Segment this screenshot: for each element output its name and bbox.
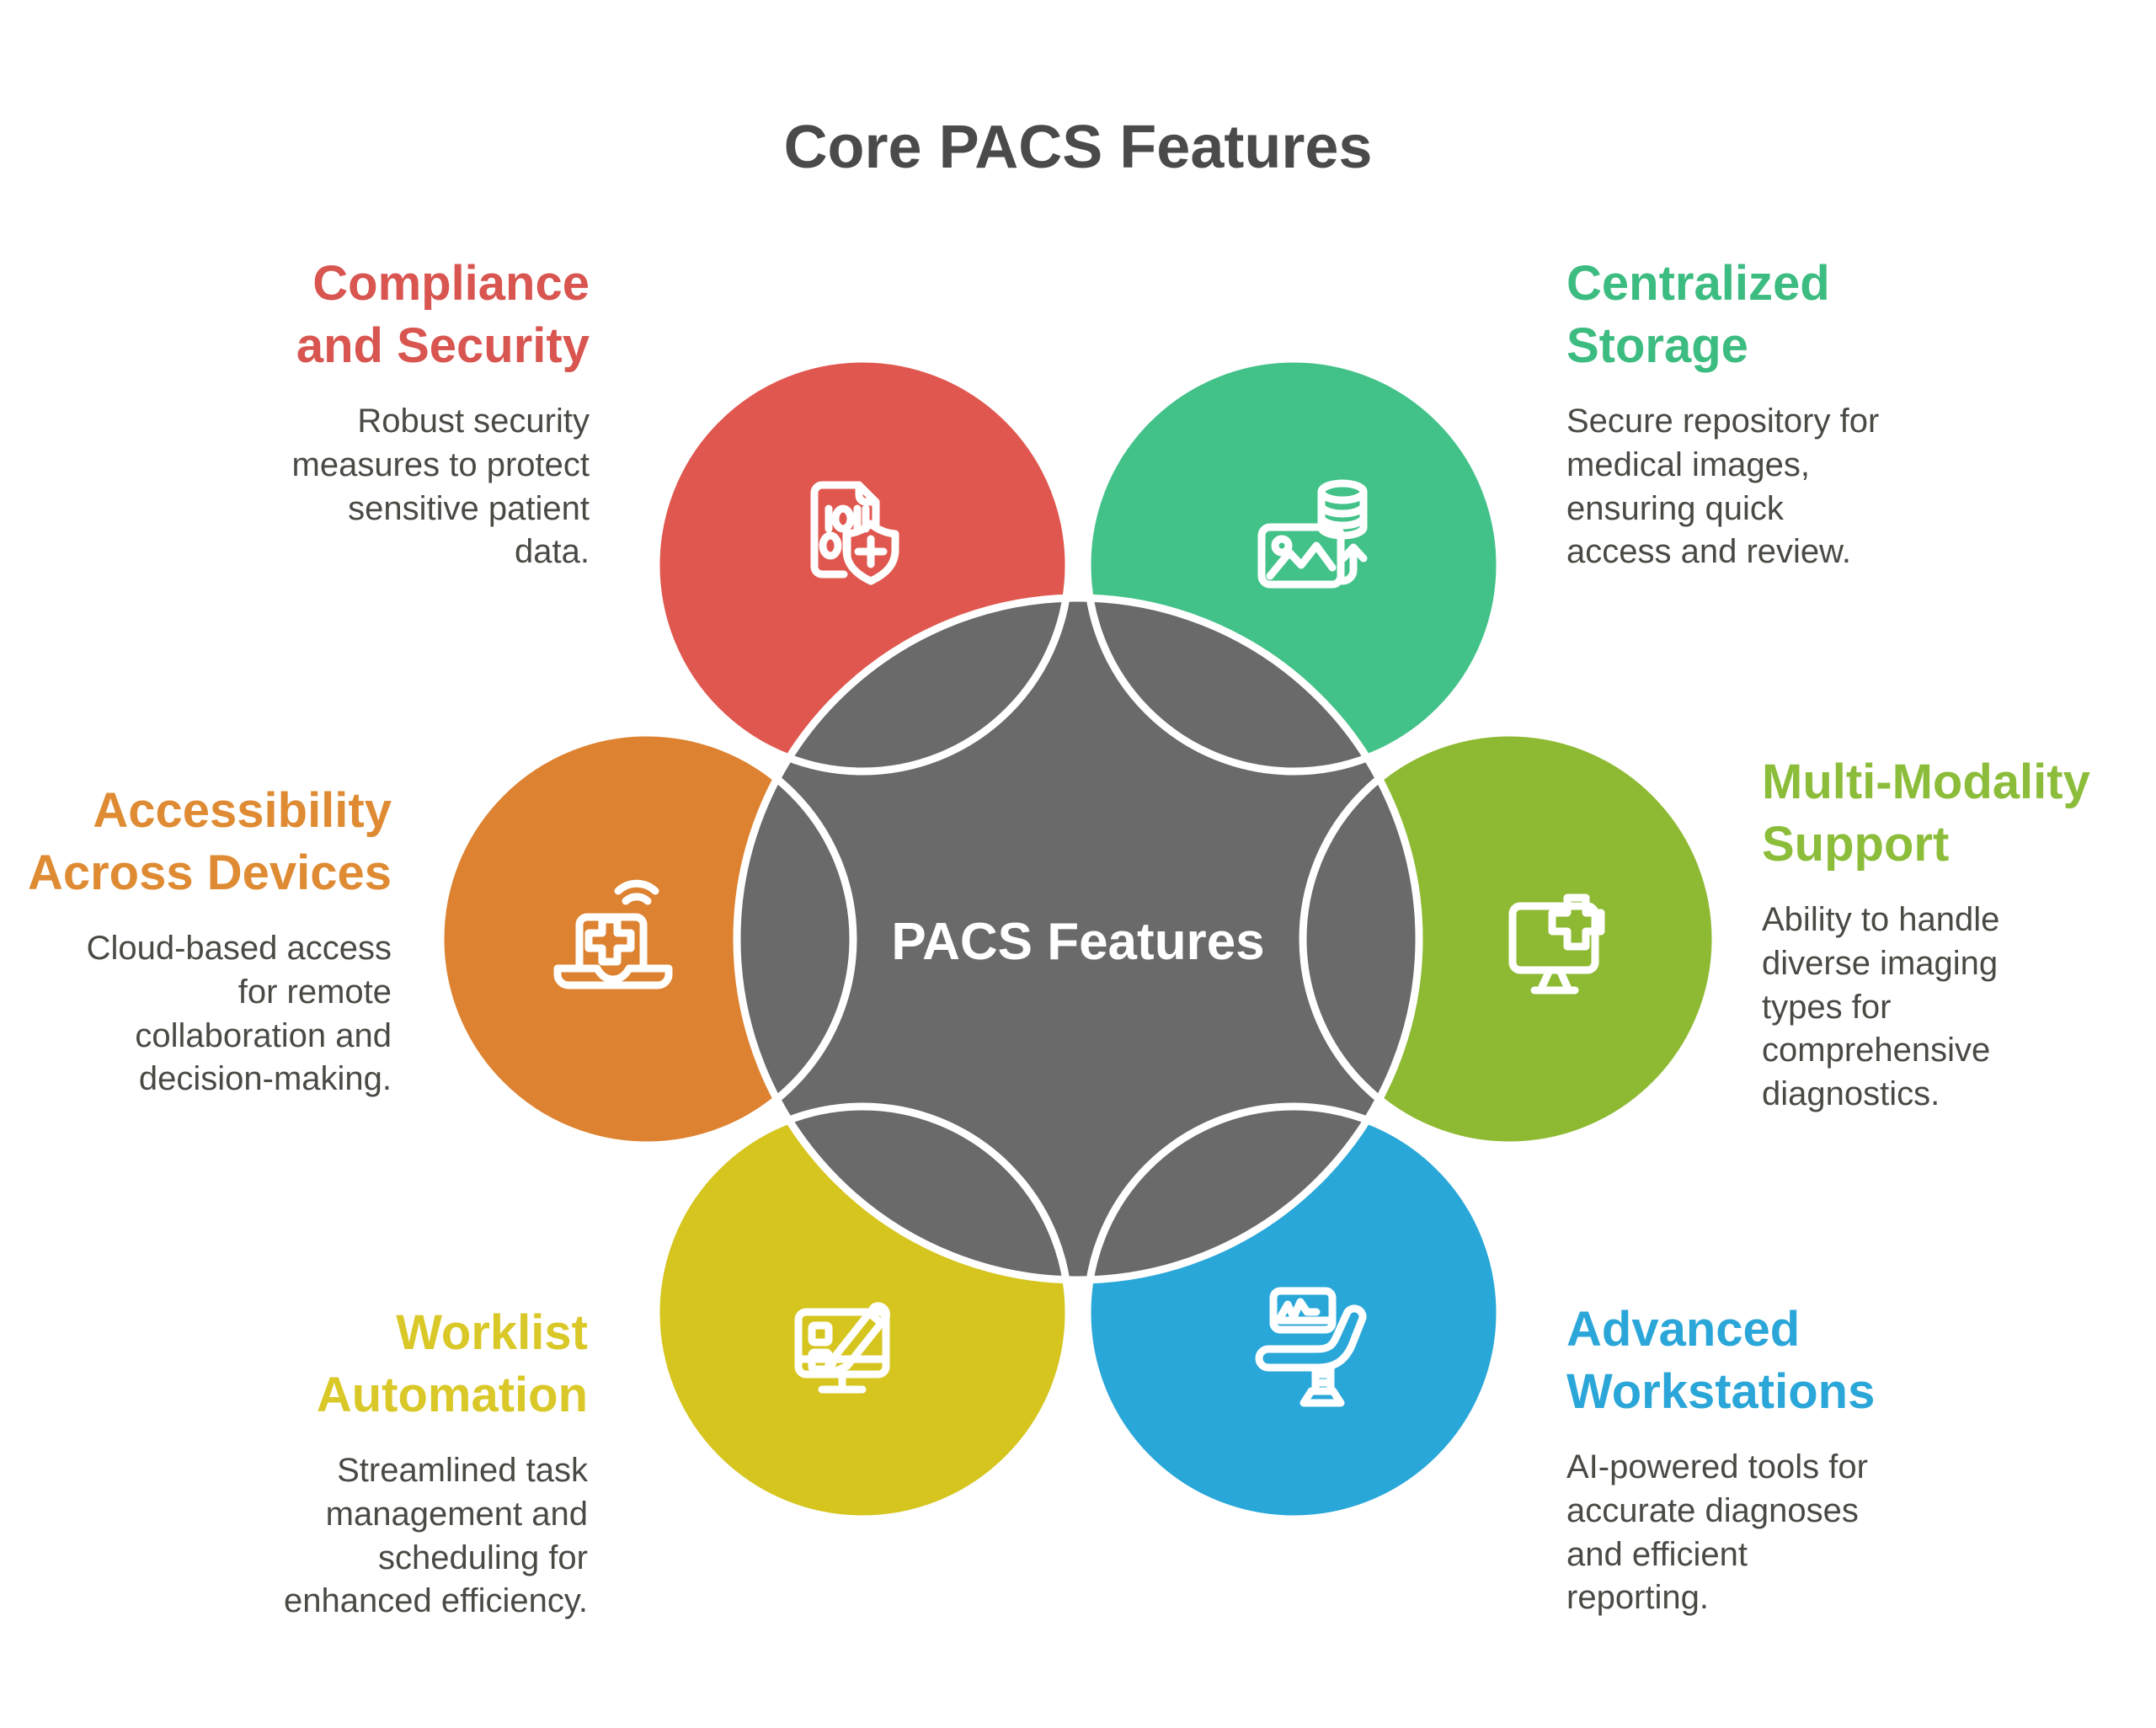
image-database-upload-icon — [1257, 479, 1368, 589]
binary-document-shield-icon — [810, 481, 899, 585]
feature-description: Streamlined task management and scheduli… — [284, 1452, 588, 1620]
feature-block-compliance-security: Compliance and Security Robust security … — [135, 253, 590, 574]
feature-description: AI-powered tools for accurate diagnoses … — [1566, 1448, 1868, 1617]
feature-title: Advanced Workstations — [1566, 1302, 1876, 1419]
exam-chair-monitor-icon — [1255, 1287, 1367, 1407]
feature-title: Centralized Storage — [1566, 256, 1830, 373]
feature-description: Ability to handle diverse imaging types … — [1762, 901, 2000, 1112]
feature-title: Compliance and Security — [296, 256, 590, 373]
laptop-medical-wifi-icon — [553, 879, 673, 989]
feature-description: Cloud-based access for remote collaborat… — [86, 930, 392, 1098]
feature-description: Robust security measures to protect sens… — [291, 403, 590, 571]
feature-title: Worklist Automation — [316, 1305, 588, 1422]
feature-title: Multi-Modality Support — [1762, 755, 2090, 872]
feature-description: Secure repository for medical images, en… — [1566, 403, 1880, 571]
satellite-outlines — [436, 355, 1720, 1523]
feature-block-accessibility-across-devices: Accessibility Across Devices Cloud-based… — [0, 780, 392, 1101]
feature-block-worklist-automation: Worklist Automation Streamlined task man… — [133, 1302, 588, 1624]
feature-block-multi-modality-support: Multi-Modality Support Ability to handle… — [1762, 751, 2156, 1116]
feature-block-centralized-storage: Centralized Storage Secure repository fo… — [1566, 253, 2021, 574]
feature-title: Accessibility Across Devices — [27, 783, 392, 900]
feature-block-advanced-workstations: Advanced Workstations AI-powered tools f… — [1566, 1299, 2021, 1620]
monitor-medical-cross-icon — [1508, 893, 1605, 995]
page-title: Core PACS Features — [783, 114, 1373, 181]
checklist-pencil-monitor-icon — [794, 1302, 890, 1394]
center-circle-label: PACS Features — [891, 913, 1265, 971]
center-circle-outline — [733, 594, 1423, 1284]
